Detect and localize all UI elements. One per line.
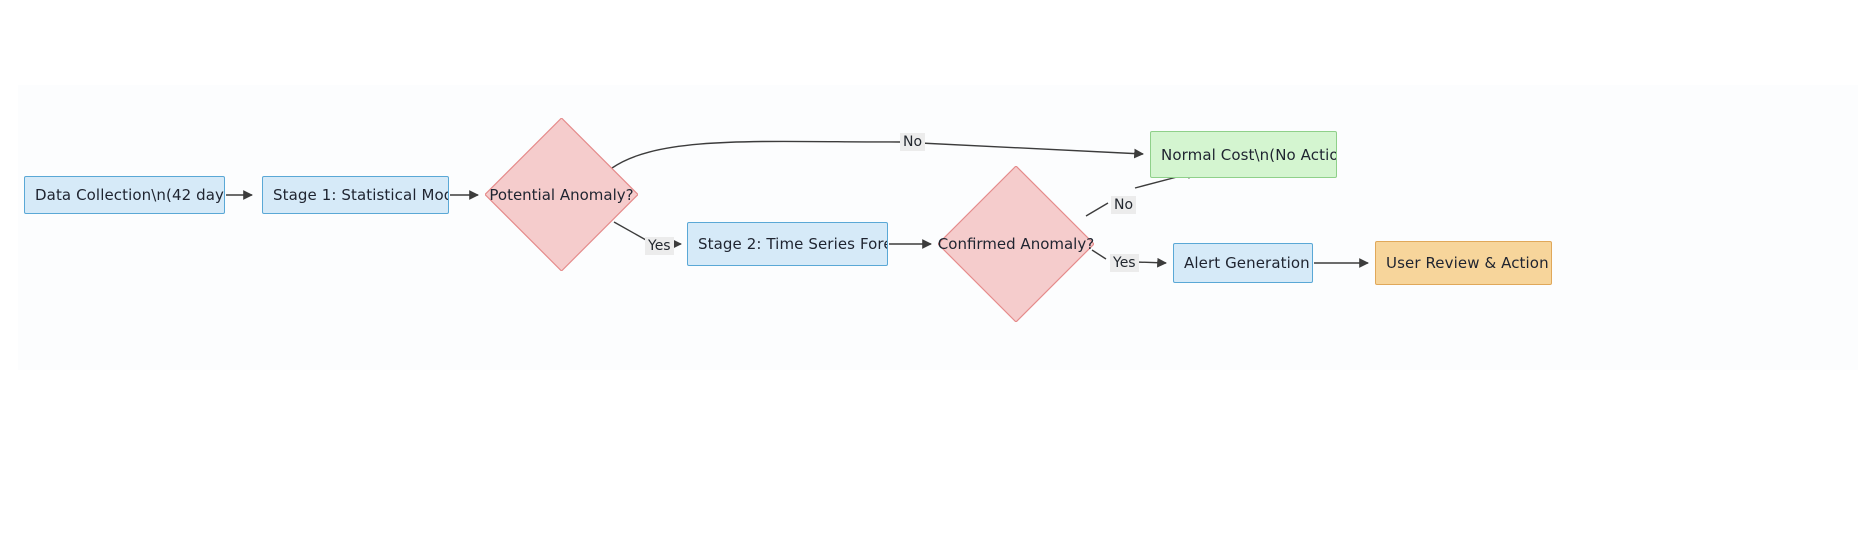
node-stage-2-label: Stage 2: Time Series Forecas bbox=[698, 235, 887, 253]
edge-label-no-confirmed-anomaly: No bbox=[1111, 196, 1137, 215]
node-user-review[interactable]: User Review & Action bbox=[1375, 241, 1552, 285]
node-potential-anomaly-label: Potential Anomaly? bbox=[489, 185, 634, 204]
node-stage-2[interactable]: Stage 2: Time Series Forecas bbox=[687, 222, 888, 266]
node-stage-1-label: Stage 1: Statistical Model bbox=[273, 186, 448, 204]
node-confirmed-anomaly-label: Confirmed Anomaly? bbox=[937, 235, 1095, 253]
diamond-shape-confirmed-anomaly bbox=[938, 166, 1094, 322]
edge-potential-anomaly-yes-to-stage-2 bbox=[613, 221, 647, 241]
node-potential-anomaly[interactable]: Potential Anomaly? bbox=[485, 118, 638, 271]
diamond-shape-potential-anomaly bbox=[485, 118, 638, 271]
node-data-collection-label: Data Collection\n(42 days hi bbox=[35, 186, 224, 204]
edge-confirmed-anomaly-no-to-normal-cost bbox=[1085, 202, 1109, 217]
edge-label-yes-potential-anomaly: Yes bbox=[645, 237, 674, 256]
edge-label-yes-confirmed-anomaly: Yes bbox=[1110, 254, 1139, 273]
node-stage-1[interactable]: Stage 1: Statistical Model bbox=[262, 176, 449, 214]
node-alert-generation-label: Alert Generation bbox=[1184, 254, 1310, 272]
node-confirmed-anomaly[interactable]: Confirmed Anomaly? bbox=[938, 166, 1094, 322]
node-data-collection[interactable]: Data Collection\n(42 days hi bbox=[24, 176, 225, 214]
node-normal-cost[interactable]: Normal Cost\n(No Action) bbox=[1150, 131, 1337, 178]
edge-potential-anomaly-no-to-normal-cost bbox=[611, 140, 1144, 169]
edge-label-no-potential-anomaly: No bbox=[900, 133, 926, 152]
edge-yes-arrow-into-alert-generation bbox=[1135, 257, 1167, 268]
edge-confirmed-anomaly-yes-to-alert-generation bbox=[1091, 249, 1107, 260]
node-user-review-label: User Review & Action bbox=[1386, 254, 1549, 272]
node-alert-generation[interactable]: Alert Generation bbox=[1173, 243, 1313, 283]
node-normal-cost-label: Normal Cost\n(No Action) bbox=[1161, 145, 1336, 164]
